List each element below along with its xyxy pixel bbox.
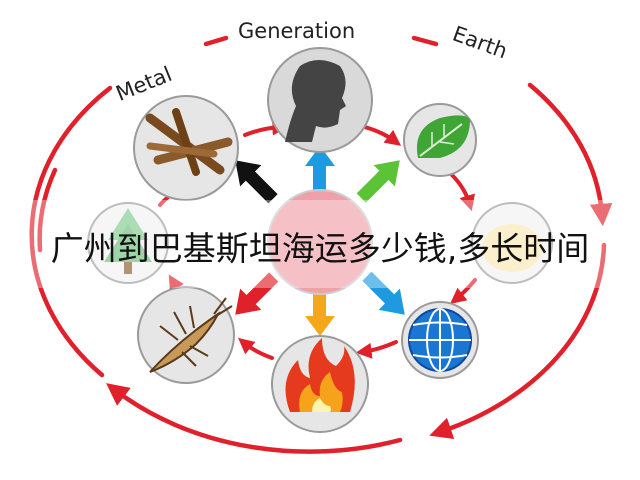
node-egg [471,202,553,284]
outer-arc-right-top [527,82,613,227]
center-circle [267,189,373,295]
arrow-leaf-to-egg [450,173,475,212]
outer-arc-left-mid [37,167,58,253]
node-wood [133,95,239,201]
leaf-icon [416,115,470,158]
node-insect [137,286,235,384]
arrow-up [305,146,335,196]
outer-cycle [29,35,613,454]
dash-right-top [411,35,439,47]
egg-icon [482,224,542,272]
overlay-title: 广州到巴基斯坦海运多少钱,多长时间 [50,229,590,268]
node-human-head [267,47,373,153]
arrow-down-right [362,271,405,315]
tree-icon [104,208,152,274]
arrow-up-right [356,160,400,203]
arrow-egg-to-globe [450,278,477,304]
insect-icon [149,297,233,373]
outer-arc-right-bottom [429,242,607,440]
radial-arrows [235,146,405,336]
person-silhouette-icon [285,60,346,142]
arrow-down-left [235,272,279,315]
wood-sticks-icon [145,108,233,176]
arrow-globe-to-fire [355,340,398,359]
generation-label: Generation [238,19,355,43]
dash-left-top [203,35,229,47]
node-globe [401,301,479,379]
arrow-fire-to-insect [238,337,274,360]
node-fire [271,335,369,433]
inner-cycle-arrows [158,119,477,360]
globe-icon [408,308,472,372]
fire-icon [285,338,355,412]
outer-arc-left [29,85,113,378]
node-leaf [403,103,477,177]
earth-label: Earth [449,22,510,64]
overlay-band [0,200,640,288]
outer-arc-bottom [106,383,403,454]
node-tree [87,202,169,284]
arrow-up-left [235,160,278,204]
